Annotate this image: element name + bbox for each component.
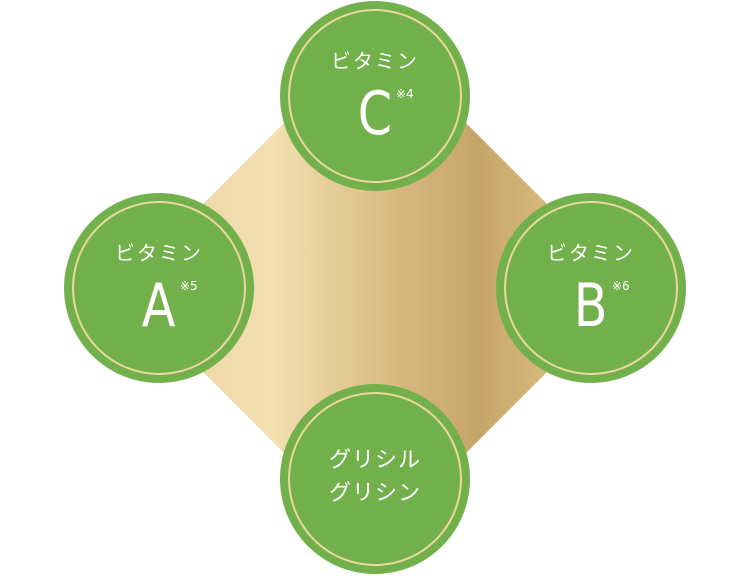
badge-prefix: ビタミン <box>547 241 635 265</box>
badge-vitamin-b: ビタミン B ※6 <box>496 193 686 383</box>
footnote-marker: ※5 <box>180 279 198 293</box>
badge-vitamin-c: ビタミン C ※4 <box>280 1 470 191</box>
footnote-marker: ※4 <box>396 87 414 101</box>
badge-letter: B <box>574 271 608 341</box>
badge-prefix: ビタミン <box>331 49 419 73</box>
badge-prefix: ビタミン <box>115 241 203 265</box>
badge-glycyl-glycine: グリシル グリシン <box>280 384 470 574</box>
badge-vitamin-a: ビタミン A ※5 <box>64 193 254 383</box>
footnote-marker: ※6 <box>612 279 630 293</box>
badge-label-line-1: グリシル <box>328 448 421 473</box>
badge-letter: C <box>357 79 393 149</box>
badge-label: グリシル グリシン <box>280 444 470 510</box>
badge-label-line-2: グリシン <box>328 481 421 506</box>
badge-letter: A <box>142 271 176 341</box>
